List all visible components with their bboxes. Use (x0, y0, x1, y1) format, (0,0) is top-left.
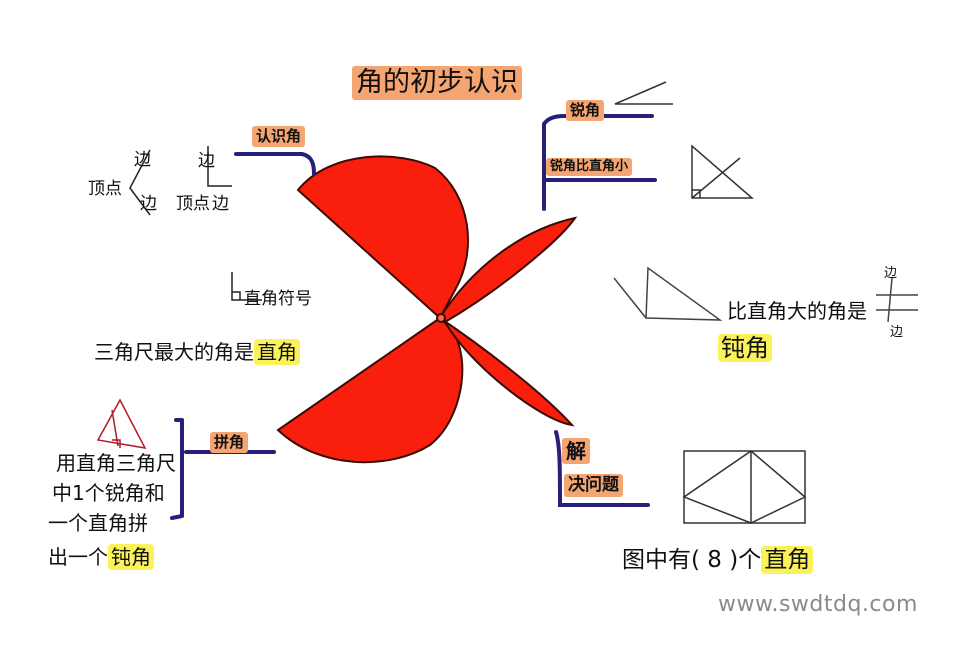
set-square-fact-highlight: 直角 (254, 339, 300, 365)
branch-line-compose (170, 418, 276, 520)
solve-rhombus (682, 450, 807, 524)
petal-top-left (296, 155, 470, 320)
branch-line-recognize (234, 152, 316, 176)
solve-answer-prefix: 图中有( (622, 547, 700, 573)
compose-line-4: 出一个钝角 (48, 544, 154, 570)
branch-line-solve (554, 430, 650, 507)
branch-label-solve-2: 决问题 (564, 474, 623, 497)
solve-answer-mid: )个 (729, 547, 762, 573)
solve-answer-value: 8 (707, 547, 722, 573)
right-angle-symbol-label: 直角符号 (244, 289, 312, 309)
angle-sketches-acute (614, 81, 755, 199)
set-square-fact: 三角尺最大的角是直角 (94, 339, 300, 365)
compose-line-4-highlight: 钝角 (108, 544, 154, 570)
branch-line-acute (542, 114, 654, 211)
set-square-sketch (96, 398, 147, 449)
branch-label-recognize: 认识角 (252, 126, 306, 147)
vertex-label-2: 顶点 (176, 194, 210, 214)
branch-label-acute: 锐角 (566, 100, 605, 121)
branch-lines (170, 114, 657, 520)
petal-right-up (438, 216, 578, 324)
angle-sketch-1 (129, 149, 151, 216)
watermark: www.swdtdq.com (718, 592, 918, 617)
solve-figure (682, 450, 807, 524)
side-label-2: 边 (140, 194, 157, 214)
petal-right-down (439, 317, 575, 427)
compose-line-4-text: 出一个 (48, 545, 108, 569)
page-title: 角的初步认识 (352, 66, 522, 100)
obtuse-side-label-2: 边 (890, 325, 904, 340)
angle-sketch-2 (207, 146, 232, 187)
compose-line-3: 一个直角拼 (48, 511, 148, 535)
set-square-mark (112, 439, 121, 448)
branch-label-compose: 拼角 (210, 432, 249, 453)
side-label-4: 边 (212, 194, 229, 214)
compose-line-1: 用直角三角尺 (56, 451, 176, 475)
angle-sketches-recognize (129, 146, 262, 301)
obtuse-triangle-sketch (613, 266, 723, 321)
angle-sketches-obtuse (613, 266, 918, 323)
set-square-fact-text: 三角尺最大的角是 (94, 340, 254, 364)
acute-compare-label: 锐角比直角小 (546, 158, 633, 177)
right-angle-symbol-sketch (231, 272, 262, 301)
petal-bottom-left (276, 316, 464, 464)
acute-angle-sketch (614, 81, 673, 105)
branch-label-solve-1: 解 (562, 438, 590, 464)
obtuse-side-label-1: 边 (884, 266, 898, 281)
side-label-3: 边 (198, 151, 215, 171)
petal-center (436, 313, 446, 323)
side-label-1: 边 (134, 150, 151, 170)
angle-sketches-compose (96, 398, 147, 449)
solve-rectangle (683, 450, 806, 524)
obtuse-side-sketch (876, 277, 918, 323)
obtuse-definition: 比直角大的角是 (727, 299, 867, 323)
solve-answer: 图中有( 8 )个直角 (622, 546, 814, 574)
acute-compare-sketch (691, 144, 755, 199)
center-petals (276, 155, 578, 464)
obtuse-highlight: 钝角 (718, 334, 772, 363)
vertex-label-1: 顶点 (88, 179, 122, 199)
solve-answer-highlight: 直角 (761, 546, 814, 574)
compose-line-2: 中1个锐角和 (52, 481, 165, 505)
